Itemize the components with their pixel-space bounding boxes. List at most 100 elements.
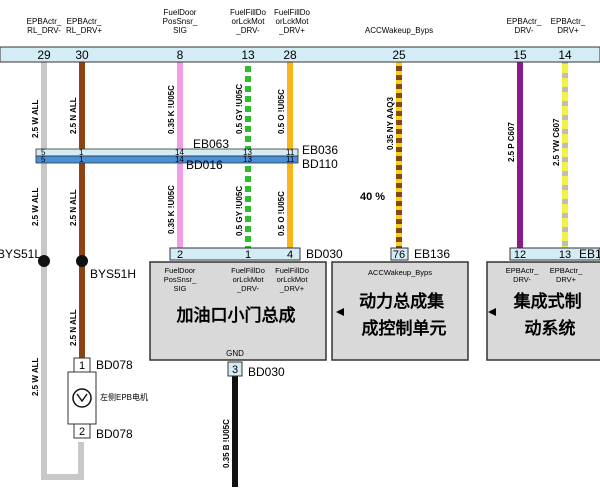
fuel-door-module-box[interactable] (149, 261, 327, 361)
module-pin: 4 (287, 249, 293, 261)
inline-connector-bottom-row (35, 155, 299, 164)
inline-pin: 1 (79, 148, 84, 157)
wire-label: 2.5 W ALL (31, 100, 40, 138)
top-pin: 15 (513, 48, 527, 62)
motor-pin-bottom: 2 (79, 426, 85, 438)
wire-label: 2.5 N ALL (69, 97, 78, 134)
wire-label: 2.5 YW C607 (552, 118, 561, 166)
connector-bd016: BD016 (186, 158, 223, 172)
motor-symbol (76, 393, 88, 403)
signal-29: EPBActr_RL_DRV- (27, 17, 62, 35)
fuel-door-connector (169, 247, 301, 261)
top-pin: 25 (392, 48, 406, 62)
epb-module-box[interactable] (486, 261, 600, 361)
top-pin: 13 (241, 48, 255, 62)
gnd-label: GND (226, 349, 244, 358)
wire-label: 0.35 K !U05C (167, 85, 176, 134)
top-pin: 8 (177, 48, 184, 62)
wire-label: 2.5 W ALL (31, 358, 40, 396)
wire-label: 2.5 P C607 (507, 122, 516, 162)
signal-15: EPBActr_DRV- (507, 17, 542, 35)
gnd-connector: BD030 (248, 365, 285, 379)
top-signal-names: EPBActr_RL_DRV- EPBActr_RL_DRV+ FuelDoor… (27, 8, 586, 35)
connector-bd030: BD030 (306, 247, 343, 261)
inline-pin: 13 (243, 155, 252, 164)
inline-pin: 14 (175, 148, 184, 157)
signal-25: ACCWakeup_Byps (365, 26, 433, 35)
wire-label: 2.5 W ALL (31, 188, 40, 226)
splice-bys51h-dot[interactable] (76, 255, 88, 267)
arrow-icon (488, 308, 496, 316)
epb-signals: EPBActr_DRV- EPBActr_DRV+ (506, 266, 583, 284)
wire-labels: 2.5 W ALL 2.5 N ALL 0.35 K !U05C 0.5 GY … (31, 84, 561, 468)
inline-pin: 5 (41, 148, 46, 157)
gnd-pin: 3 (232, 364, 238, 376)
fuel-door-title: 加油口小门总成 (176, 305, 296, 325)
inline-connector-names: EB063 BD016 EB036 BD110 (186, 137, 338, 172)
top-connector-bar (0, 46, 600, 63)
powertrain-signal: ACCWakeup_Byps (368, 268, 432, 277)
wire-label: 2.5 N ALL (69, 189, 78, 226)
module-signal: EPBActr_DRV+ (550, 266, 583, 284)
connector-bd078-bottom: BD078 (96, 427, 133, 441)
inline-pin: 11 (286, 155, 295, 164)
wire-label: 0.5 O !U05C (277, 191, 286, 236)
inline-pin: 11 (286, 148, 295, 157)
epb-pin: 13 (559, 249, 571, 261)
fuel-door-pins: 2 1 4 (177, 249, 293, 261)
wire-label: 0.5 GY !U05C (235, 84, 244, 134)
splice-bys51l-dot[interactable] (38, 255, 50, 267)
epb-pin: 12 (514, 249, 526, 261)
wire-label: 0.35 B !U05C (222, 419, 231, 468)
module-signal: EPBActr_DRV- (506, 266, 539, 284)
inline-pin: 14 (175, 155, 184, 164)
wire-label: 0.35 K !U05C (167, 185, 176, 234)
wire-label: 0.35 NY AAQ3 (386, 97, 395, 150)
wire-label: 0.5 O !U05C (277, 89, 286, 134)
module-pin: 1 (245, 249, 251, 261)
inline-pin: 13 (243, 148, 252, 157)
wire-label: 2.5 N ALL (69, 309, 78, 346)
inline-pin: 5 (41, 155, 46, 164)
module-pin: 2 (177, 249, 183, 261)
powertrain-title: 动力总成集 成控制单元 (359, 291, 449, 338)
powertrain-pin: 76 (393, 249, 405, 261)
top-pin: 29 (37, 48, 51, 62)
top-pin: 30 (75, 48, 89, 62)
signal-14: EPBActr_DRV+ (551, 17, 586, 35)
gnd-pin-box (227, 361, 243, 377)
epb-title: 集成式制 动系统 (513, 291, 587, 338)
motor-pin-bottom-box (73, 423, 91, 439)
powertrain-pin-box (390, 247, 409, 261)
powertrain-module-box[interactable] (331, 261, 469, 361)
motor-pin-top: 1 (79, 360, 85, 372)
connector-eb036: EB036 (302, 143, 338, 157)
top-pin: 28 (283, 48, 297, 62)
motor-label: 左侧EPB电机 (100, 392, 148, 402)
connector-bd078-top: BD078 (96, 358, 133, 372)
percent-label: 40 % (360, 191, 385, 203)
connector-eb063: EB063 (193, 137, 229, 151)
signal-30: EPBActr_RL_DRV+ (66, 17, 102, 35)
connector-eb1: EB1 (579, 247, 600, 261)
inline-connector-top-row (35, 148, 299, 157)
wire-29-white[interactable] (41, 62, 84, 480)
wire-label: 0.5 GY !U05C (235, 186, 244, 236)
splice-bys51l-label: BYS51L (0, 247, 41, 261)
motor-icon (72, 388, 92, 408)
inline-pin: 1 (79, 155, 84, 164)
splice-bys51h-label: BYS51H (90, 267, 136, 281)
arrow-icon (336, 308, 344, 316)
top-pin: 14 (558, 48, 572, 62)
inline-pin-numbers: 5 1 14 13 11 5 1 14 13 11 (41, 148, 295, 164)
top-pin-numbers: 29 30 8 13 28 25 15 14 (37, 48, 572, 62)
connector-eb136: EB136 (414, 247, 450, 261)
